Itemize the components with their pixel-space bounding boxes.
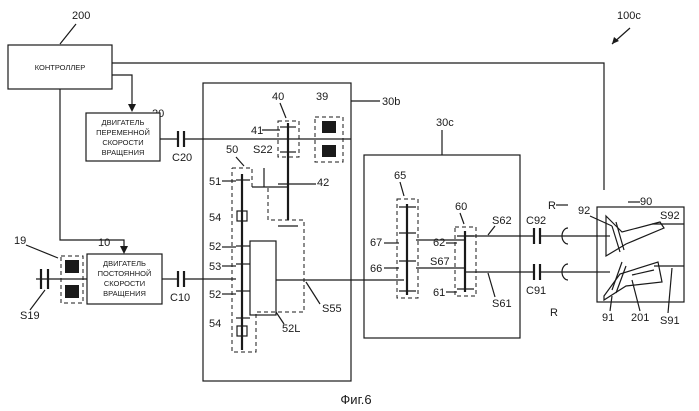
var-motor-line-1: ДВИГАТЕЛЬ (102, 118, 145, 127)
brake-19-hatch (65, 260, 79, 273)
label-c10: C10 (170, 292, 190, 304)
label-60: 60 (455, 201, 467, 213)
leader-line (400, 182, 404, 196)
label-c91: C91 (526, 285, 546, 297)
label-30b: 30b (382, 96, 400, 108)
brake-39-hatch (322, 145, 336, 157)
ring-gear-52l (250, 241, 276, 315)
label-201: 201 (631, 312, 649, 324)
const-motor-line-3: СКОРОСТИ (104, 279, 145, 288)
leader-line (488, 273, 495, 297)
label-52l: 52L (282, 323, 300, 335)
label-91: 91 (602, 312, 614, 324)
label-52-bottom: 52 (209, 289, 221, 301)
leader-line (26, 245, 58, 258)
brake-19-hatch (65, 285, 79, 298)
label-54-bottom: 54 (209, 318, 221, 330)
label-40: 40 (272, 91, 284, 103)
leader-line (306, 282, 320, 304)
controller-label: КОНТРОЛЛЕР (35, 63, 86, 72)
leader-line (236, 157, 244, 166)
label-s67: S67 (430, 256, 450, 268)
label-62: 62 (433, 237, 445, 249)
const-motor-line-1: ДВИГАТЕЛЬ (103, 259, 146, 268)
label-const-motor-ref: 10 (98, 237, 110, 249)
leader-line (668, 268, 672, 313)
leader-line (280, 103, 286, 118)
label-s62: S62 (492, 215, 512, 227)
leader-line (590, 216, 612, 226)
label-r-bottom: R (550, 307, 558, 319)
const-motor-line-2: ПОСТОЯННОЙ (98, 269, 152, 278)
label-s55: S55 (322, 303, 342, 315)
label-c92: C92 (526, 215, 546, 227)
const-motor-line-4: ВРАЩЕНИЯ (103, 289, 146, 298)
var-motor-line-4: ВРАЩЕНИЯ (102, 148, 145, 157)
brake-39-hatch (322, 121, 336, 133)
leader-line (610, 296, 612, 311)
label-65: 65 (394, 170, 406, 182)
label-19: 19 (14, 235, 26, 247)
label-30c: 30c (436, 117, 454, 129)
label-s61: S61 (492, 298, 512, 310)
label-s22: S22 (253, 144, 273, 156)
label-61: 61 (433, 287, 445, 299)
label-90: 90 (640, 196, 652, 208)
label-c20: C20 (172, 152, 192, 164)
label-50: 50 (226, 144, 238, 156)
label-67: 67 (370, 237, 382, 249)
control-line-to-90 (112, 63, 604, 190)
leader-line (488, 226, 495, 235)
label-41: 41 (251, 125, 263, 137)
figure-caption: Фиг.6 (340, 392, 371, 407)
arrow-head (120, 246, 128, 254)
label-r-top: R (548, 200, 556, 212)
label-42: 42 (317, 177, 329, 189)
label-controller-ref: 200 (72, 10, 90, 22)
label-s19: S19 (20, 310, 40, 322)
label-66: 66 (370, 263, 382, 275)
label-92: 92 (578, 205, 590, 217)
rotor-91 (604, 262, 662, 300)
var-motor-line-3: СКОРОСТИ (102, 138, 143, 147)
rotor-92-vane (616, 222, 624, 250)
label-39: 39 (316, 91, 328, 103)
arrow-head (128, 104, 136, 112)
label-52-top: 52 (209, 241, 221, 253)
label-54-top: 54 (209, 212, 221, 224)
leader-line (60, 24, 76, 44)
label-51: 51 (209, 176, 221, 188)
label-s91: S91 (660, 315, 680, 327)
leader-line (30, 290, 45, 310)
label-s92: S92 (660, 210, 680, 222)
label-53: 53 (209, 261, 221, 273)
var-motor-line-2: ПЕРЕМЕННОЙ (96, 128, 150, 137)
rotor-91-vane (612, 262, 622, 290)
label-system-ref: 100c (617, 10, 641, 22)
leader-line (460, 213, 464, 224)
rotor-gap-line (632, 270, 654, 275)
leader-line (276, 312, 284, 324)
